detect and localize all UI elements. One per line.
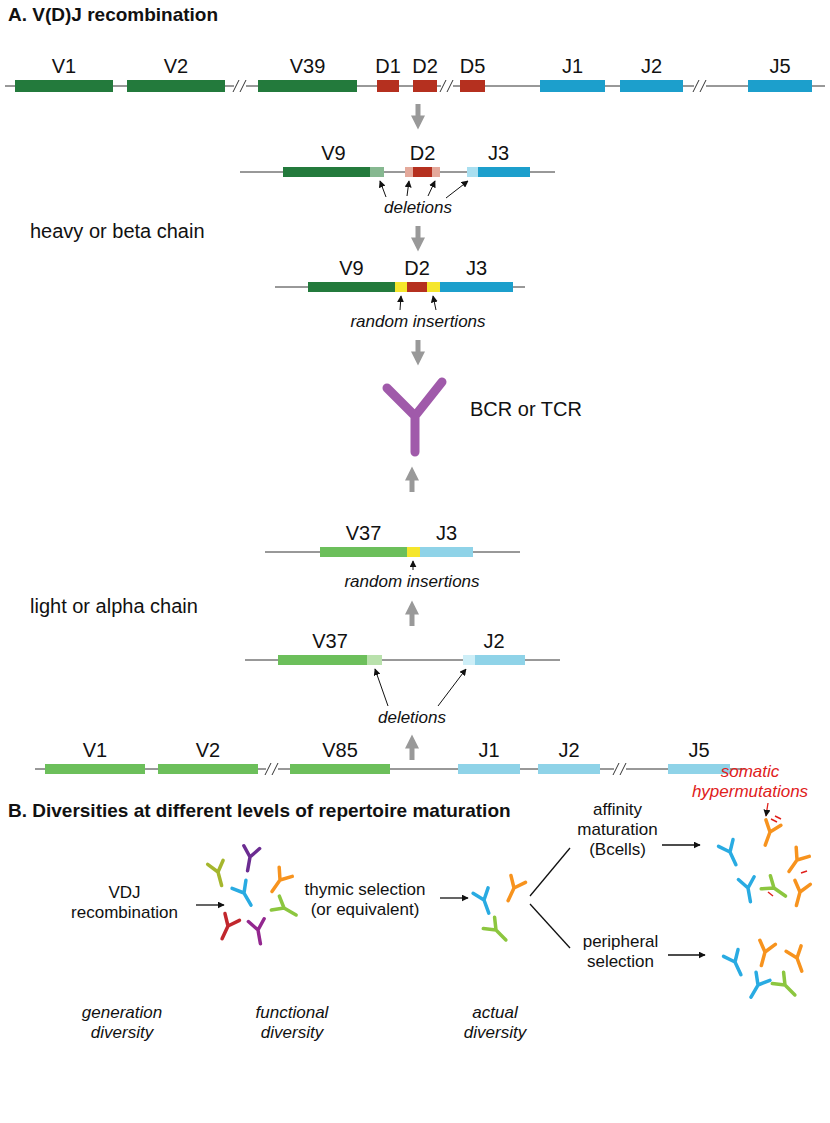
gene-segment: J5 [668,764,730,774]
segment-label: D2 [410,142,436,164]
gene-segment: V85 [290,764,390,774]
section-heading: A. V(D)J recombination [8,4,218,26]
annotation-label: deletions [368,198,468,218]
segment-label: V85 [322,739,358,761]
segment-label: J5 [769,55,790,77]
segment-label: V2 [164,55,188,77]
gene-segment: J2 [538,764,600,774]
annotation-label: light or alpha chain [30,595,198,618]
gene-segment: V37 [278,655,382,665]
segment-label: V1 [83,739,107,761]
annotation-label: deletions [362,708,462,728]
gene-segment: J1 [540,80,605,92]
receptor-symbol [387,382,442,452]
gene-segment: D5 [460,80,485,92]
annotation-label: random insertions [332,572,492,592]
segment-label: D2 [404,257,430,279]
break-marks [233,80,706,775]
gene-segment: V39 [258,80,357,92]
annotation-label: random insertions [338,312,498,332]
section-heading: B. Diversities at different levels of re… [8,800,511,822]
gene-segment: V1 [15,80,113,92]
gene-segment: V9 [308,282,395,292]
gene-segment: J1 [458,764,520,774]
segment-label: J5 [688,739,709,761]
segment-label: J2 [558,739,579,761]
gene-segment: V2 [158,764,258,774]
segment-label: D2 [412,55,438,77]
segment-label: D5 [460,55,486,77]
leader-arrows [375,181,468,706]
segment-label: J3 [436,522,457,544]
annotation-label: BCR or TCR [470,398,582,421]
antibody-symbols [208,820,811,1001]
segment-label: V2 [196,739,220,761]
gene-segment: J2 [463,655,525,665]
gene-segment: V9 [283,167,384,177]
annotation-label: thymic selection (or equivalent) [292,880,438,920]
segment-label: V9 [339,257,363,279]
gene-segment: J3 [440,282,513,292]
segment-label: V37 [312,630,348,652]
gene-segment: J5 [748,80,812,92]
segment-label: V9 [321,142,345,164]
annotation-label: generation diversity [62,1003,182,1043]
gene-segment: D1 [377,80,399,92]
gene-segment: J2 [620,80,683,92]
annotation-label: actual diversity [440,1003,550,1043]
gene-segment: J3 [420,547,473,557]
gene-segment: V2 [127,80,225,92]
segment-label: J3 [488,142,509,164]
gene-segment: V1 [45,764,145,774]
annotation-label: heavy or beta chain [30,220,205,243]
segment-label: V37 [346,522,382,544]
segment-label: J1 [562,55,583,77]
gene-segment: D2 [405,167,440,177]
mutation-marks [768,816,807,896]
gene-segment: V37 [320,547,407,557]
segment-label: D1 [375,55,401,77]
gene-segment: D2 [413,80,437,92]
gene-segment: J3 [467,167,530,177]
segment-label: J1 [478,739,499,761]
annotation-label: affinity maturation (Bcells) [570,800,665,860]
segment-label: V39 [290,55,326,77]
segment-label: J2 [641,55,662,77]
segment-label: J2 [483,630,504,652]
segment-label: V1 [52,55,76,77]
annotation-label: functional diversity [232,1003,352,1043]
segment-label: J3 [466,257,487,279]
annotation-label: somatic hypermutations [680,762,820,802]
annotation-label: peripheral selection [573,932,668,972]
gene-segment: D2 [407,282,427,292]
annotation-label: VDJ recombination [62,883,187,923]
